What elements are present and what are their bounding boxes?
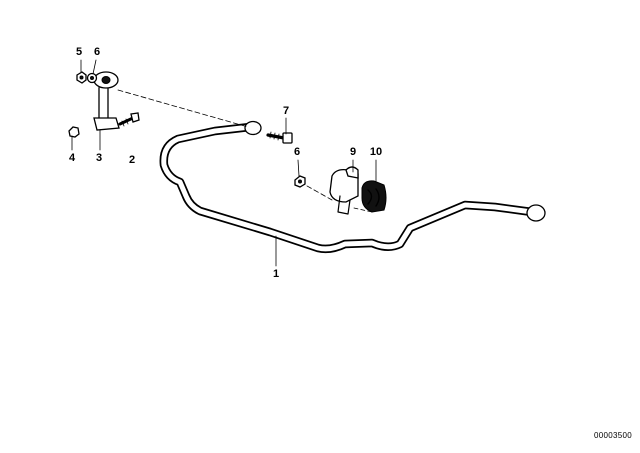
callout-1: 1 bbox=[272, 268, 280, 280]
bar-end-left bbox=[244, 120, 262, 136]
callout-2: 2 bbox=[128, 154, 136, 166]
washer-top-left bbox=[86, 72, 98, 84]
callout-6: 6 bbox=[93, 46, 101, 58]
nut-right bbox=[294, 175, 306, 188]
bar-end-right bbox=[526, 204, 546, 222]
bolt-2 bbox=[118, 112, 140, 127]
document-number: 00003500 bbox=[594, 431, 632, 440]
callout-3: 3 bbox=[95, 152, 103, 164]
callout-9: 9 bbox=[349, 146, 357, 158]
nut-lower-left bbox=[68, 126, 80, 138]
alignment-lines bbox=[117, 89, 373, 213]
callout-6-right: 6 bbox=[293, 146, 301, 158]
stabilizer-link bbox=[93, 71, 120, 131]
rubber-mount bbox=[361, 180, 387, 213]
stabilizer-bar bbox=[159, 120, 546, 254]
callout-5: 5 bbox=[75, 46, 83, 58]
nut-top-left bbox=[76, 71, 87, 84]
callout-10: 10 bbox=[369, 146, 383, 158]
callout-4: 4 bbox=[68, 152, 76, 164]
callout-7: 7 bbox=[282, 105, 290, 117]
leader-lines bbox=[71, 59, 377, 267]
clamp-bracket bbox=[329, 166, 359, 215]
bolt-7 bbox=[266, 131, 293, 144]
